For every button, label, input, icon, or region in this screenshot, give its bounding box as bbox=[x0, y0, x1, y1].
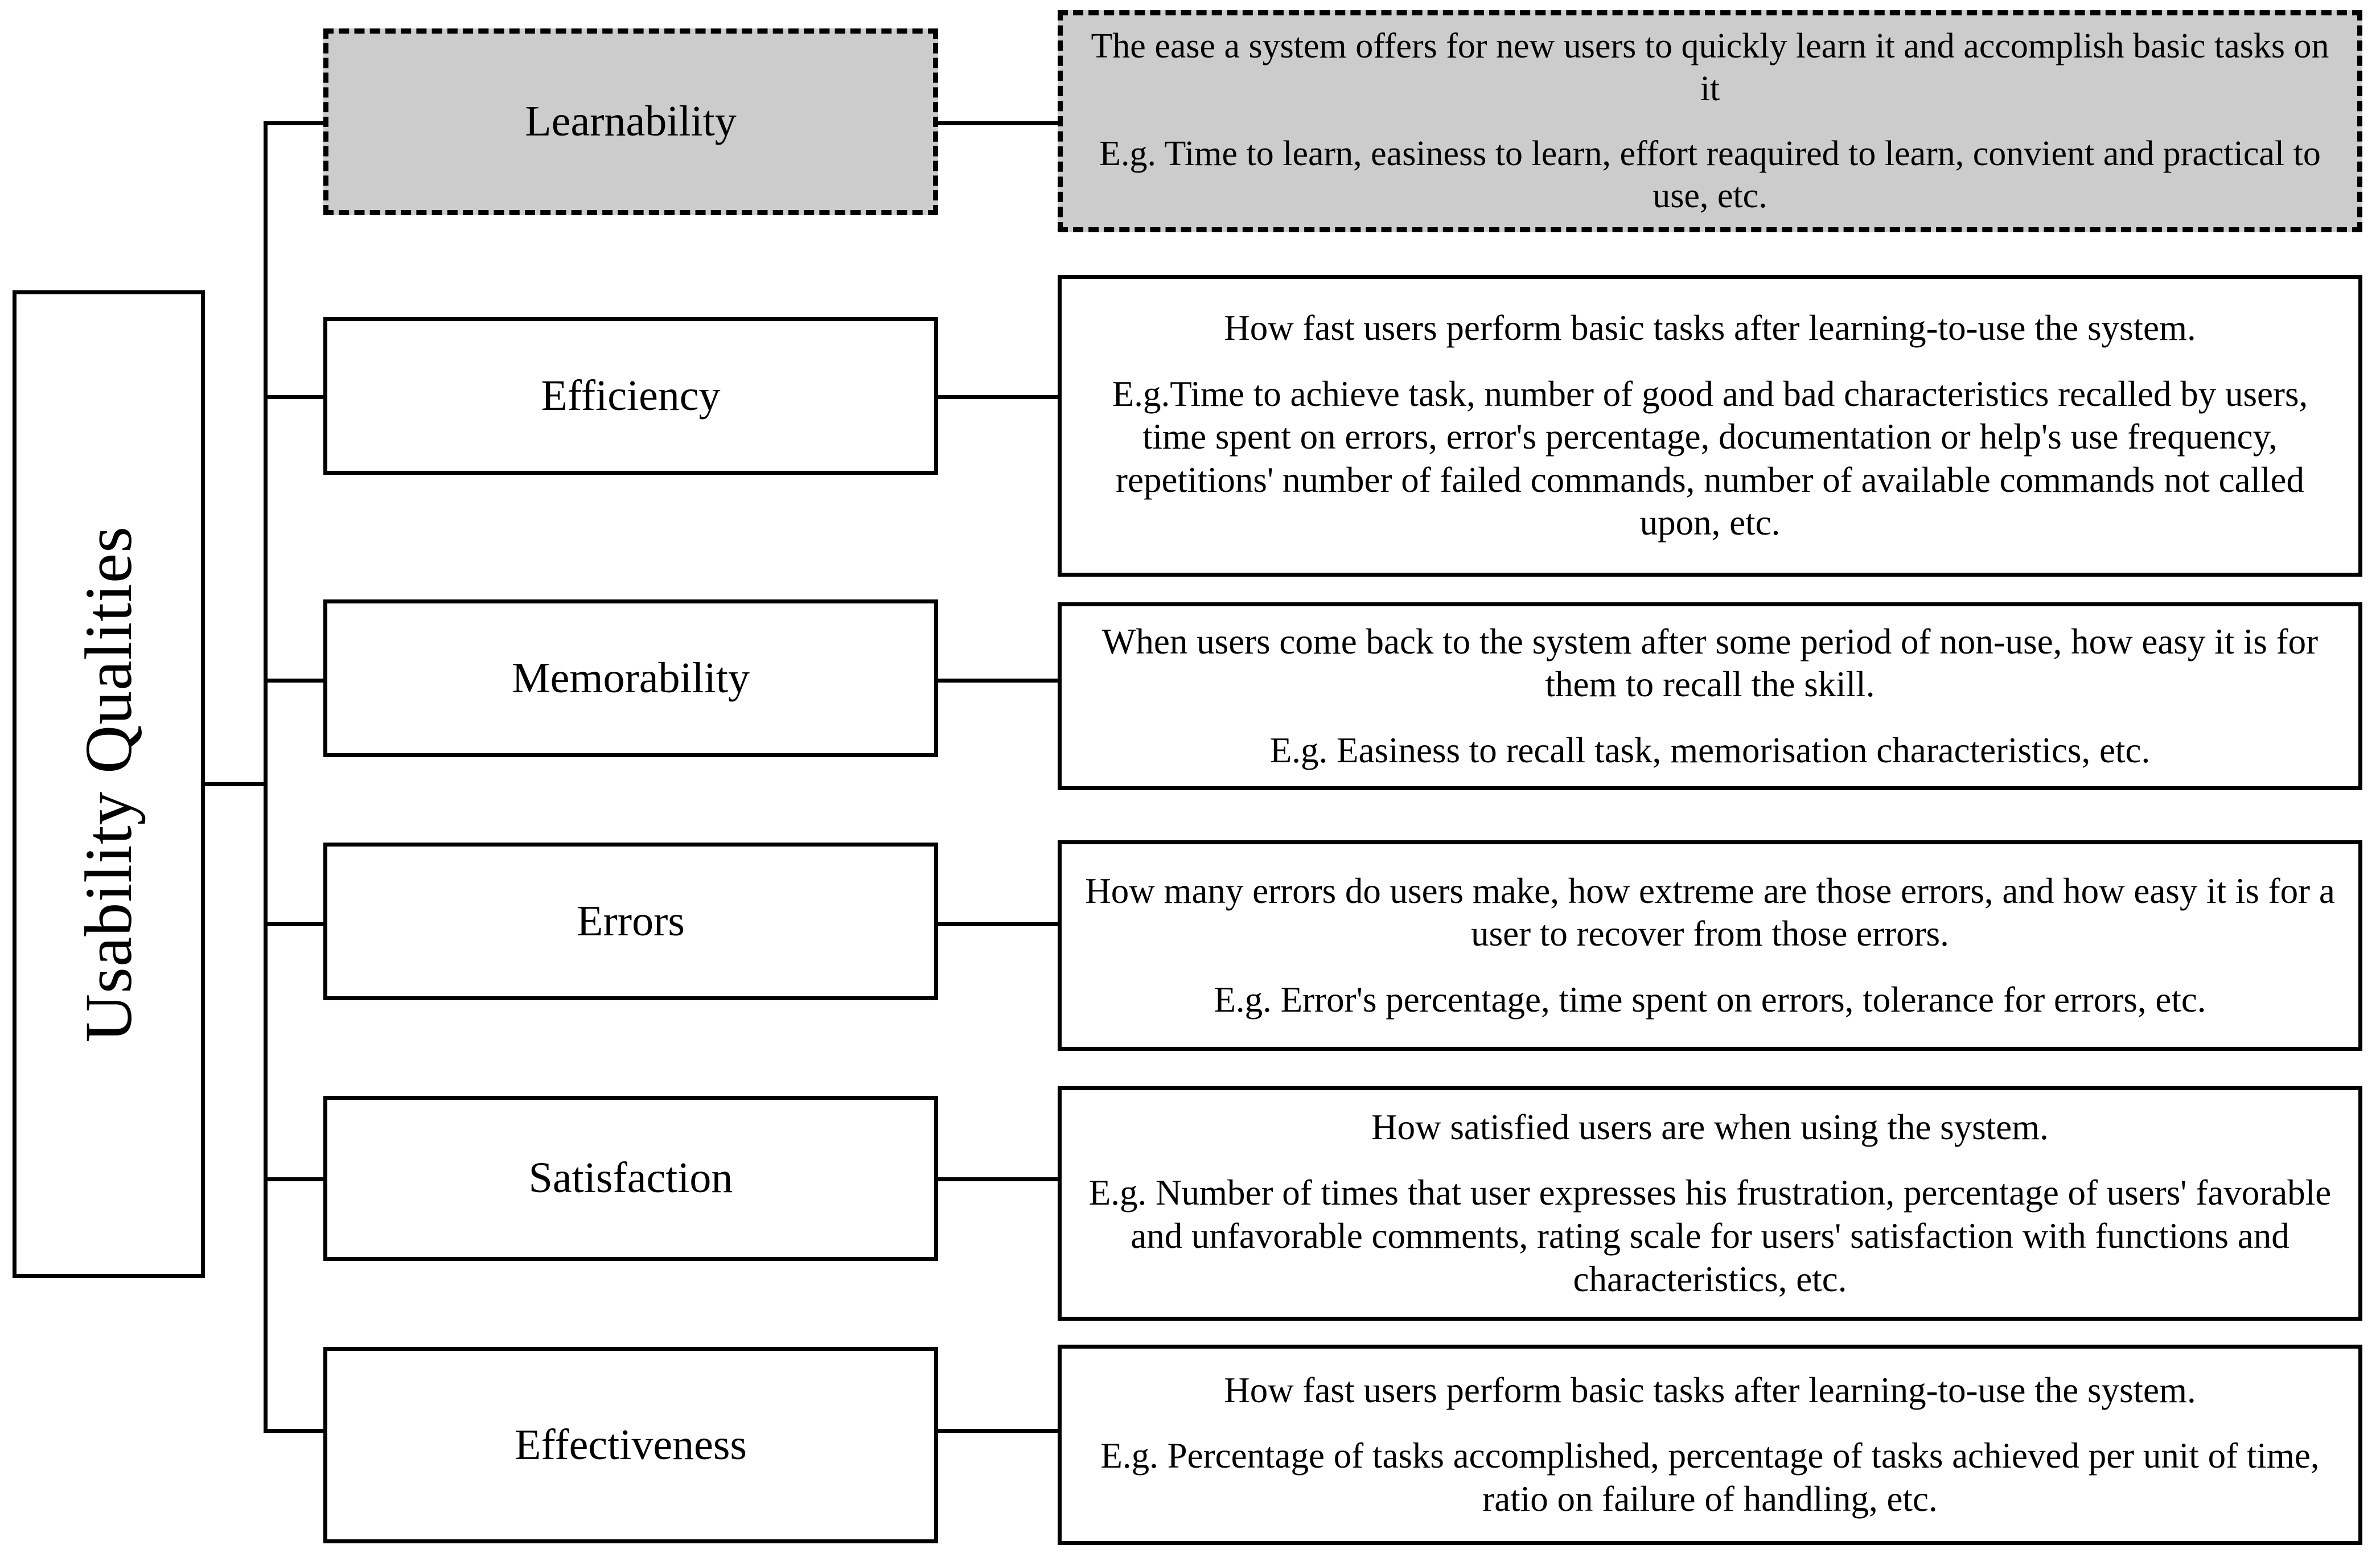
quality-label-memorability: Memorability bbox=[512, 654, 750, 702]
description-examples-satisfaction: E.g. Number of times that user expresses… bbox=[1088, 1173, 2332, 1299]
connector-spine-to-effectiveness bbox=[264, 1429, 327, 1433]
quality-box-effectiveness: Effectiveness bbox=[323, 1347, 938, 1543]
connector-efficiency-to-description bbox=[936, 395, 1060, 399]
quality-label-learnability: Learnability bbox=[525, 97, 737, 146]
description-examples-errors: E.g. Error's percentage, time spent on e… bbox=[1214, 979, 2206, 1020]
connector-spine bbox=[264, 121, 268, 1431]
connector-effectiveness-to-description bbox=[936, 1429, 1060, 1433]
quality-box-learnability: Learnability bbox=[323, 28, 938, 215]
quality-box-errors: Errors bbox=[323, 843, 938, 1000]
description-definition-memorability: When users come back to the system after… bbox=[1101, 621, 2319, 705]
description-examples-learnability: E.g. Time to learn, easiness to learn, e… bbox=[1099, 134, 2321, 216]
connector-spine-to-memorability bbox=[264, 679, 327, 683]
description-box-memorability: When users come back to the system after… bbox=[1058, 602, 2362, 790]
description-definition-efficiency: How fast users perform basic tasks after… bbox=[1224, 308, 2196, 348]
description-box-errors: How many errors do users make, how extre… bbox=[1058, 840, 2362, 1051]
connector-satisfaction-to-description bbox=[936, 1177, 1060, 1181]
connector-spine-to-learnability bbox=[264, 121, 327, 125]
root-node-label: Usability Qualities bbox=[71, 525, 146, 1043]
description-examples-effectiveness: E.g. Percentage of tasks accomplished, p… bbox=[1100, 1436, 2320, 1519]
connector-root-to-spine bbox=[205, 782, 268, 786]
description-box-effectiveness: How fast users perform basic tasks after… bbox=[1058, 1345, 2362, 1545]
quality-label-satisfaction: Satisfaction bbox=[528, 1154, 733, 1202]
connector-errors-to-description bbox=[936, 922, 1060, 926]
connector-spine-to-errors bbox=[264, 922, 327, 926]
root-node-usability-qualities: Usability Qualities bbox=[13, 290, 205, 1278]
quality-box-efficiency: Efficiency bbox=[323, 317, 938, 475]
description-definition-effectiveness: How fast users perform basic tasks after… bbox=[1224, 1370, 2196, 1410]
description-box-efficiency: How fast users perform basic tasks after… bbox=[1058, 275, 2362, 577]
description-definition-learnability: The ease a system offers for new users t… bbox=[1091, 27, 2329, 108]
quality-label-effectiveness: Effectiveness bbox=[515, 1420, 747, 1469]
quality-box-memorability: Memorability bbox=[323, 599, 938, 757]
description-box-satisfaction: How satisfied users are when using the s… bbox=[1058, 1086, 2362, 1321]
quality-box-satisfaction: Satisfaction bbox=[323, 1096, 938, 1261]
quality-label-errors: Errors bbox=[577, 897, 685, 945]
description-definition-errors: How many errors do users make, how extre… bbox=[1085, 870, 2335, 954]
connector-memorability-to-description bbox=[936, 679, 1060, 683]
description-definition-satisfaction: How satisfied users are when using the s… bbox=[1371, 1107, 2049, 1147]
description-box-learnability: The ease a system offers for new users t… bbox=[1058, 10, 2362, 232]
connector-spine-to-satisfaction bbox=[264, 1177, 327, 1181]
connector-learnability-to-description bbox=[936, 121, 1060, 125]
connector-spine-to-efficiency bbox=[264, 395, 327, 399]
description-examples-efficiency: E.g.Time to achieve task, number of good… bbox=[1112, 373, 2308, 543]
quality-label-efficiency: Efficiency bbox=[541, 371, 721, 420]
description-examples-memorability: E.g. Easiness to recall task, memorisati… bbox=[1269, 730, 2151, 770]
